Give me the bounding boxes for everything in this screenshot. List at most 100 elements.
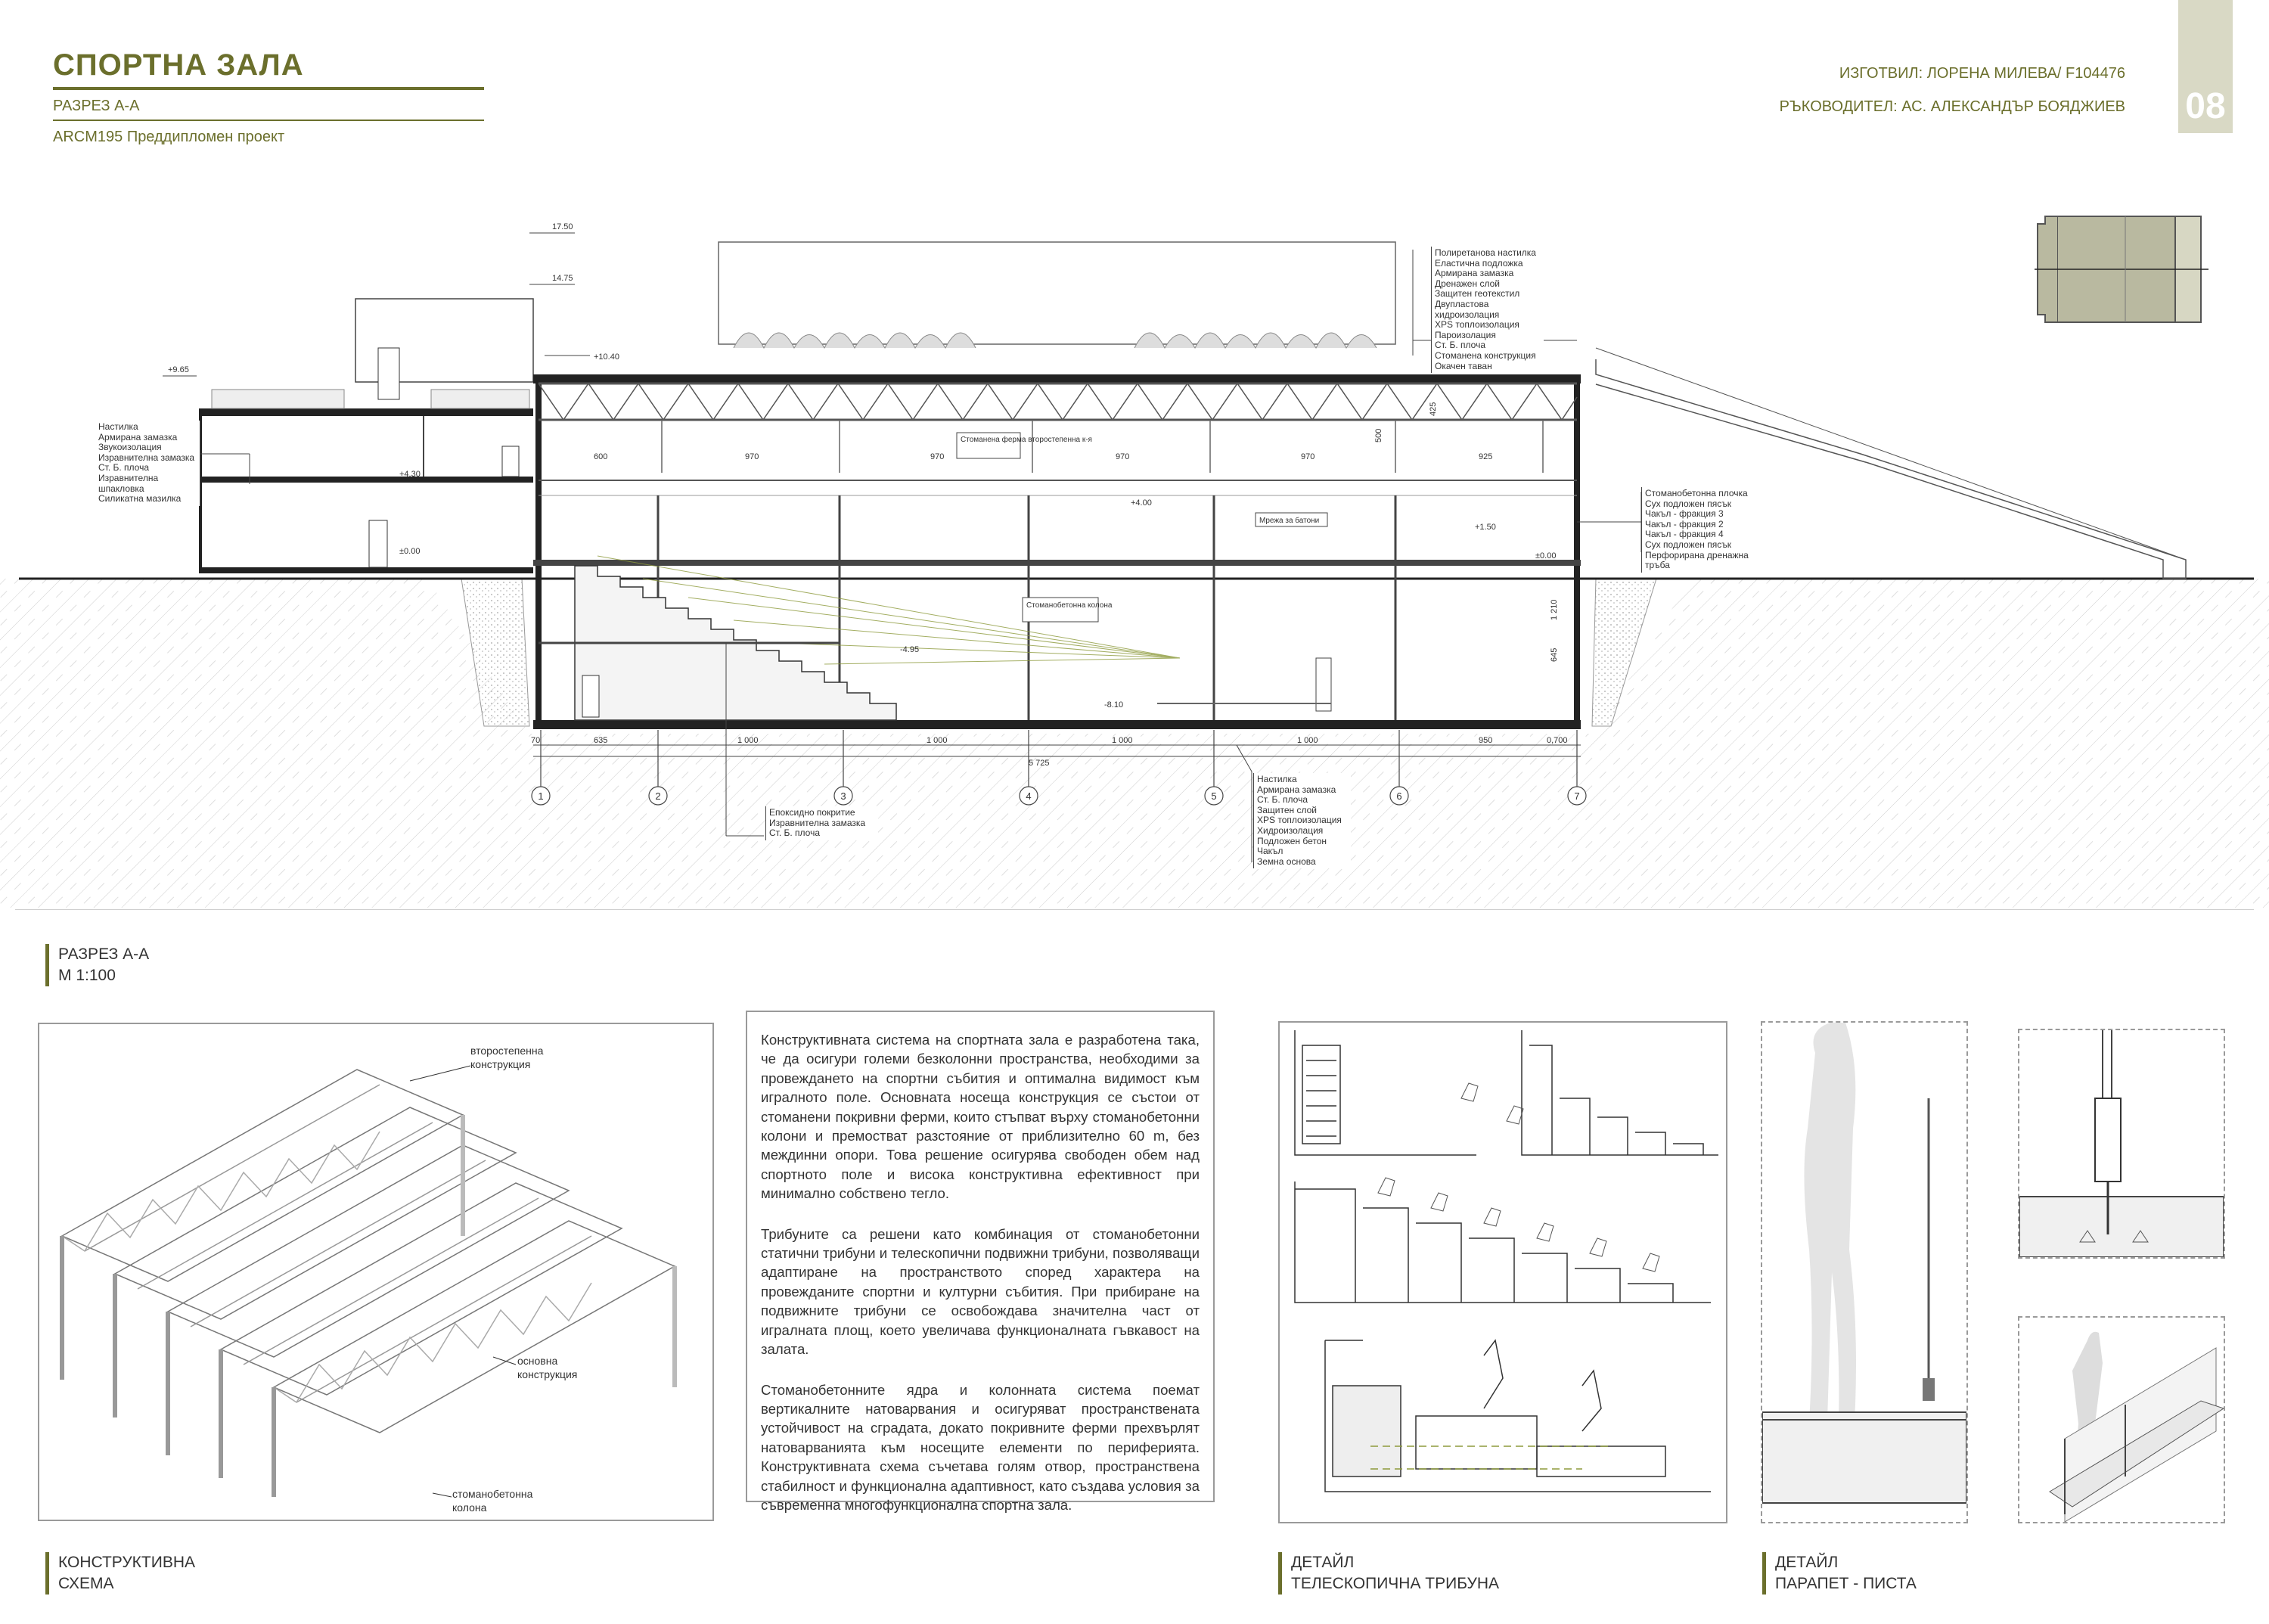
legend-floor: Настилка Армирана замазка Ст. Б. плоча З… xyxy=(1253,773,1351,869)
parapet-caption-line2: ПАРАПЕТ - ПИСТА xyxy=(1775,1575,1917,1592)
description-paragraph-3: Стоманобетонните ядра и колонната систем… xyxy=(761,1381,1200,1513)
page-subtitle: РАЗРЕЗ А-А xyxy=(53,98,140,114)
span-3: 970 xyxy=(930,452,944,461)
axis-5: 5 xyxy=(1211,790,1216,802)
bdim-8: 0,700 xyxy=(1547,736,1568,745)
hall-bottom xyxy=(533,720,1581,729)
level-14-75: 14.75 xyxy=(552,274,573,283)
telescopic-caption: ДЕТАЙЛ ТЕЛЕСКОПИЧНА ТРИБУНА xyxy=(1278,1552,1499,1595)
bdim-6: 1 000 xyxy=(1297,736,1318,745)
section-drawing: 17.50 14.75 +10.40 +9.65 +4.30 ±0.00 600… xyxy=(0,222,2269,908)
level-10-40: +10.40 xyxy=(594,352,619,362)
sheet-tab: 08 xyxy=(2178,0,2233,133)
axis-4: 4 xyxy=(1026,790,1031,802)
level-0-00-right: ±0.00 xyxy=(1535,551,1556,560)
parapet-anchor-drawing xyxy=(2019,1030,2224,1258)
roof-truss xyxy=(538,382,1578,421)
legend-wall: Стоманобетонна плочка Сух подложен пясък… xyxy=(1641,487,1769,573)
axis-1: 1 xyxy=(538,790,543,802)
legend-item: Изравнителна шпакловка xyxy=(98,472,159,494)
legend-item: Земна основа xyxy=(1257,855,1316,867)
axis-2: 2 xyxy=(655,790,660,802)
legend-item: Армирана замазка xyxy=(1257,784,1336,795)
bdim-total: 5 725 xyxy=(1029,759,1050,768)
hall-roof xyxy=(533,374,1581,383)
telescopic-caption-line2: ТЕЛЕСКОПИЧНА ТРИБУНА xyxy=(1291,1575,1500,1592)
legend-item: Чакъл - фракция 4 xyxy=(1645,529,1724,540)
level-9-65: +9.65 xyxy=(168,365,189,374)
description-paragraph-1: Конструктивната система на спортната зал… xyxy=(761,1032,1200,1202)
legend-item: Сух подложен пясък xyxy=(1645,498,1731,509)
legend-item: Полиретанова настилка xyxy=(1435,247,1536,258)
legend-item: Ст. Б. плоча xyxy=(1435,340,1486,351)
section-caption-line1: РАЗРЕЗ А-А xyxy=(58,946,150,963)
legend-item: Защитен геотекстил xyxy=(1435,288,1520,300)
parapet-caption: ДЕТАЙЛ ПАРАПЕТ - ПИСТА xyxy=(1762,1552,1917,1595)
dim-425: 425 xyxy=(1429,402,1438,416)
legend-item: XPS топлоизолация xyxy=(1257,815,1342,826)
span-4: 970 xyxy=(1116,452,1129,461)
schema-panel: второстепенна конструкция основна констр… xyxy=(38,1023,714,1521)
truss-schema xyxy=(60,1065,677,1498)
legend-item: XPS топлоизолация xyxy=(1435,319,1519,331)
legend-item: Армирана замазка xyxy=(98,431,178,442)
legend-item: Армирана замазка xyxy=(1435,268,1514,279)
label-concrete-column: стоманобетонна колона xyxy=(452,1488,533,1514)
section-caption: РАЗРЕЗ А-А М 1:100 xyxy=(45,944,149,986)
legend-item: Еластична подложка xyxy=(1435,257,1523,269)
level-markers xyxy=(163,232,590,377)
legend-item: Перфорирана дренажна тръба xyxy=(1645,549,1749,571)
schema-caption: КОНСТРУКТИВНА СХЕМА xyxy=(45,1552,195,1595)
parapet-section-panel xyxy=(1761,1021,1968,1523)
axis-7: 7 xyxy=(1574,790,1579,802)
legend-item: Ст. Б. плоча xyxy=(98,462,150,474)
legend-item: Изравнителна замазка xyxy=(98,452,195,463)
author-line: ИЗГОТВИЛ: ЛОРЕНА МИЛЕВА/ F104476 xyxy=(1839,65,2125,82)
legend-item: Сух подложен пясък xyxy=(1645,539,1731,550)
label-column: Стоманобетонна колона xyxy=(1026,601,1113,610)
span-6: 925 xyxy=(1479,452,1492,461)
dim-645: 645 xyxy=(1550,648,1559,662)
legend-item: Звукоизолация xyxy=(98,442,162,453)
hanging-rods xyxy=(661,420,1544,473)
supervisor-line: РЪКОВОДИТЕЛ: АС. АЛЕКСАНДЪР БОЯДЖИЕВ xyxy=(1779,98,2125,115)
legend-item: Защитен слой xyxy=(1257,804,1318,815)
right-slope xyxy=(1595,359,2187,579)
level-1-50: +1.50 xyxy=(1475,523,1496,532)
title-rule xyxy=(53,87,484,90)
parapet-axo-drawing xyxy=(2049,1331,2225,1523)
label-net: Мрежа за батони xyxy=(1259,516,1319,525)
legend-item: Окачен таван xyxy=(1435,360,1492,371)
level-4-00: +4.00 xyxy=(1131,498,1152,508)
bdim-4: 1 000 xyxy=(927,736,948,745)
section-divider xyxy=(15,909,2254,910)
legend-item: Пароизолация xyxy=(1435,329,1496,340)
legend-item: Настилка xyxy=(98,421,138,432)
parapet-caption-line1: ДЕТАЙЛ xyxy=(1775,1554,1839,1571)
legend-item: Стоманена конструкция xyxy=(1435,349,1536,361)
level-minus-8-10: -8.10 xyxy=(1104,700,1123,710)
legend-item: Епоксидно покритие xyxy=(769,807,855,818)
legend-item: Чакъл - фракция 3 xyxy=(1645,508,1724,520)
axis-3: 3 xyxy=(840,790,846,802)
legend-item: Подложен бетон xyxy=(1257,835,1327,846)
dim-500: 500 xyxy=(1374,429,1383,442)
parapet-detail-panel xyxy=(2018,1029,2225,1259)
left-roof-box xyxy=(355,298,534,383)
level-4-30: +4.30 xyxy=(399,470,421,479)
span-1: 600 xyxy=(594,452,607,461)
bdim-2: 635 xyxy=(594,736,607,745)
label-truss: Стоманена ферма второстепенна к-я xyxy=(961,435,1092,444)
axis-6: 6 xyxy=(1396,790,1401,802)
telescopic-caption-line1: ДЕТАЙЛ xyxy=(1291,1554,1355,1571)
legend-item: Чакъл xyxy=(1257,846,1283,857)
legend-item: Чакъл - фракция 2 xyxy=(1645,518,1724,529)
description-paragraph-2: Трибуните са решени като комбинация от с… xyxy=(761,1225,1200,1358)
parapet-axonometric-panel xyxy=(2018,1316,2225,1523)
parapet-drawing xyxy=(1762,1023,1967,1504)
upper-block xyxy=(718,241,1396,345)
bdim-7: 950 xyxy=(1479,736,1492,745)
span-2: 970 xyxy=(745,452,759,461)
course-name: ARCM195 Преддипломен проект xyxy=(53,129,285,145)
telescopic-drawings xyxy=(1294,1030,1718,1492)
